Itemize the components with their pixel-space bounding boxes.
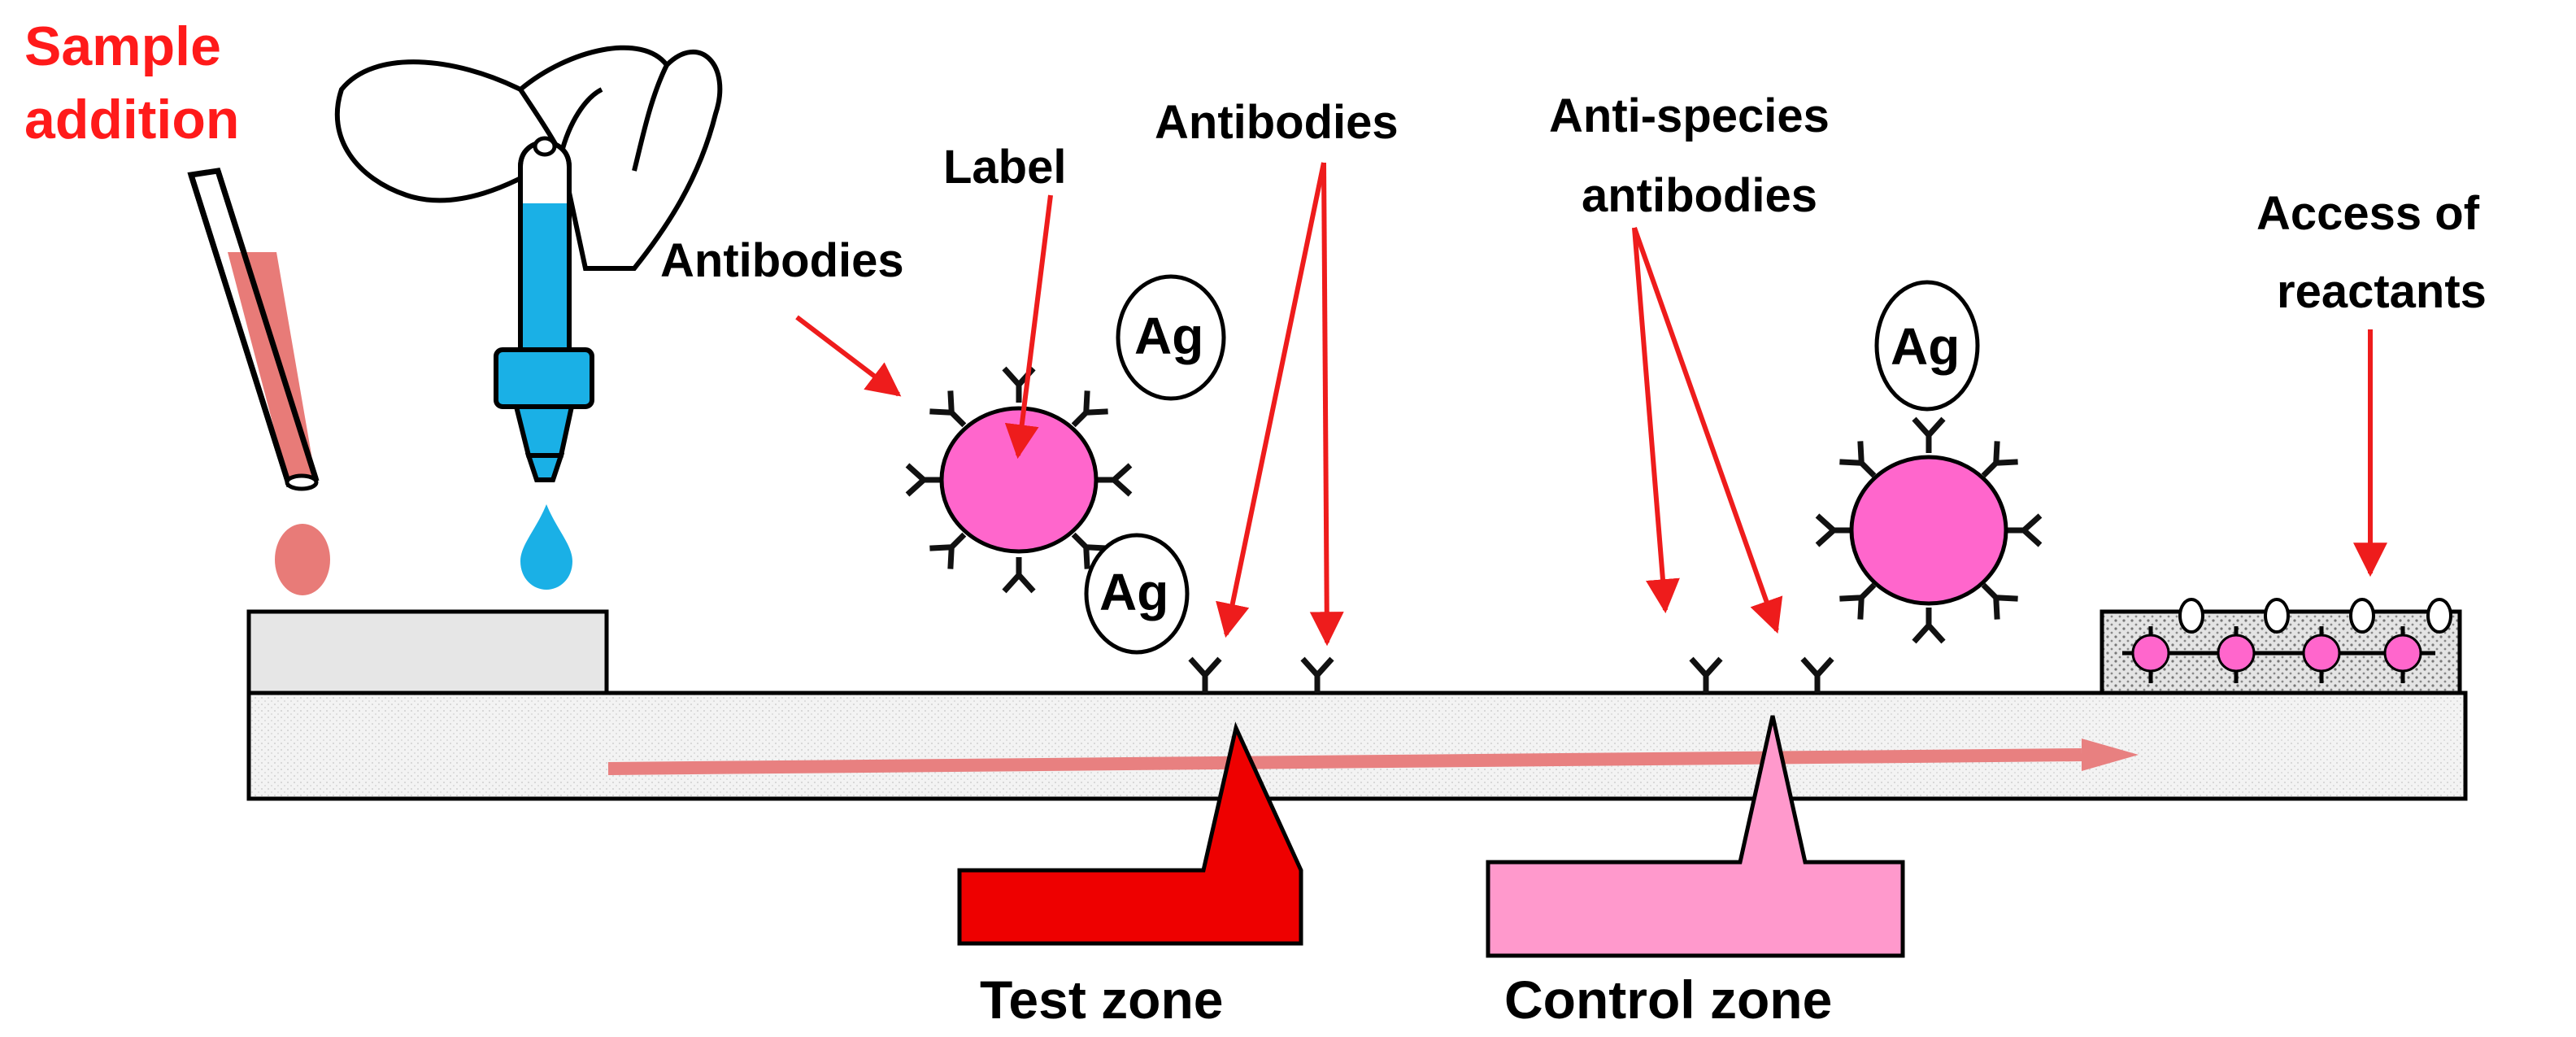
antigen-icon: [1116, 274, 1226, 401]
antigen-icon: [1874, 280, 1980, 412]
sample-pad: [246, 609, 609, 695]
sample-addition-label-line2: addition: [24, 89, 239, 150]
antibody-icon: [1190, 659, 1332, 693]
antibodies-left-label: Antibodies: [660, 234, 904, 287]
sample-drop-icon: [275, 524, 330, 595]
antigen-label: Ag: [1099, 563, 1168, 621]
anti-species-label-line2: antibodies: [1582, 169, 1817, 222]
test-zone-label: Test zone: [980, 969, 1223, 1030]
label-label: Label: [943, 141, 1067, 194]
control-zone-marker: [1486, 715, 1905, 958]
red-arrows: [795, 162, 2387, 647]
hand-dropper-icon: [334, 45, 723, 482]
control-zone-label: Control zone: [1504, 969, 1832, 1030]
sample-addition-label-line1: Sample: [24, 15, 221, 77]
anti-species-label-line1: Anti-species: [1549, 89, 1830, 142]
labelled-particle-icon: [1817, 419, 2040, 642]
antibodies-top-label: Antibodies: [1155, 96, 1399, 149]
antigen-label: Ag: [1134, 307, 1203, 365]
flow-arrow-icon: [607, 739, 2139, 775]
labelled-particle-icon: [907, 368, 1130, 591]
antibody-icon: [1691, 659, 1832, 693]
liquid-drop-icon: [520, 504, 572, 590]
reactant-pad: [2100, 598, 2462, 695]
membrane-strip: [246, 691, 2468, 801]
antigen-label: Ag: [1891, 317, 1960, 376]
access-label-line1: Access of: [2256, 187, 2480, 240]
access-label-line2: reactants: [2277, 265, 2487, 318]
test-zone-marker: [957, 721, 1303, 946]
sample-tube-icon: [187, 168, 320, 491]
antigen-icon: [1084, 533, 1190, 655]
